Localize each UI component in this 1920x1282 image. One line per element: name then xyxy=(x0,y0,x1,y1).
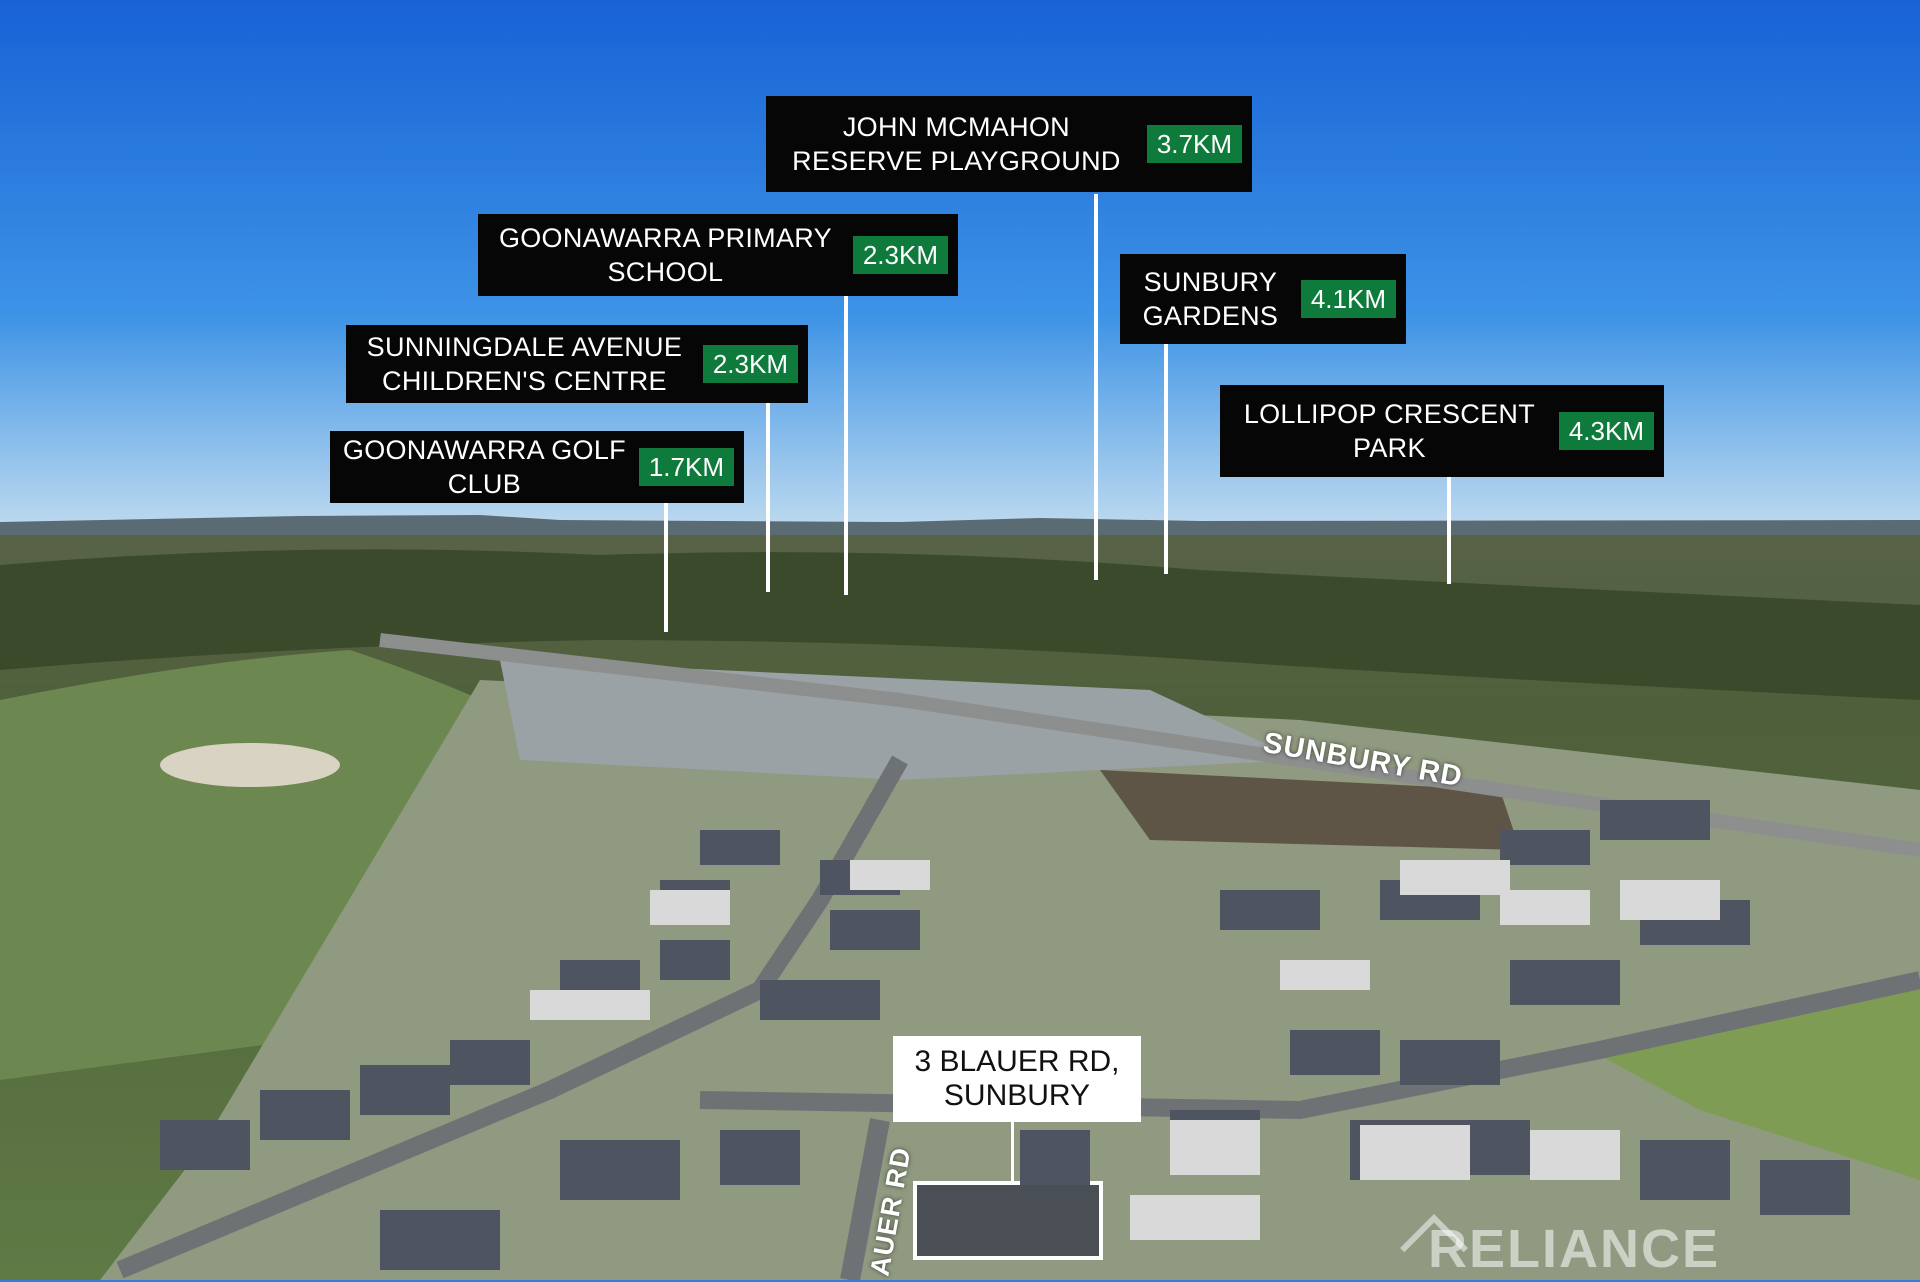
poi-label-sunbury-gardens: SUNBURY GARDENS 4.1KM xyxy=(1120,254,1406,344)
leader-line-lollipop xyxy=(1447,476,1451,584)
leader-line-sunbury-gardens xyxy=(1164,342,1168,574)
poi-label-lollipop: LOLLIPOP CRESCENT PARK 4.3KM xyxy=(1220,385,1664,477)
property-address-label: 3 BLAUER RD, SUNBURY xyxy=(893,1036,1141,1122)
watermark-logo: RELIANCE xyxy=(1428,1219,1721,1279)
poi-distance: 3.7KM xyxy=(1146,125,1242,163)
poi-distance: 4.3KM xyxy=(1558,412,1654,450)
poi-label-goonawarra-primary: GOONAWARRA PRIMARY SCHOOL 2.3KM xyxy=(478,214,958,296)
park-green xyxy=(1590,980,1920,1180)
poi-name: LOLLIPOP CRESCENT PARK xyxy=(1243,399,1536,463)
poi-name: SUNBURY GARDENS xyxy=(1142,267,1279,331)
poi-name: GOONAWARRA PRIMARY SCHOOL xyxy=(498,223,832,287)
poi-label-sunningdale: SUNNINGDALE AVENUE CHILDREN'S CENTRE 2.3… xyxy=(346,325,808,403)
property-outline xyxy=(913,1181,1103,1260)
blauer-road xyxy=(840,1118,890,1280)
construction-area xyxy=(1100,770,1520,850)
address-pointer xyxy=(1011,1120,1014,1184)
poi-distance: 2.3KM xyxy=(852,236,948,274)
poi-name: GOONAWARRA GOLF CLUB xyxy=(342,435,626,499)
estate-north xyxy=(500,660,1300,780)
poi-label-goonawarra-golf: GOONAWARRA GOLF CLUB 1.7KM xyxy=(330,431,744,503)
leader-line-goonawarra-golf xyxy=(664,502,668,632)
dam xyxy=(160,743,340,787)
poi-distance: 1.7KM xyxy=(638,448,734,486)
leader-line-goonawarra-primary xyxy=(844,295,848,595)
white-roofs xyxy=(530,860,1720,1240)
poi-name: SUNNINGDALE AVENUE CHILDREN'S CENTRE xyxy=(366,332,683,396)
leader-line-john-mcmahon xyxy=(1094,194,1098,580)
tree-belt xyxy=(0,549,1920,700)
leader-line-sunningdale xyxy=(766,402,770,592)
poi-distance: 2.3KM xyxy=(702,345,798,383)
poi-name: JOHN MCMAHON RESERVE PLAYGROUND xyxy=(792,112,1121,176)
poi-distance: 4.1KM xyxy=(1300,280,1396,318)
poi-label-john-mcmahon: JOHN MCMAHON RESERVE PLAYGROUND 3.7KM xyxy=(766,96,1252,192)
